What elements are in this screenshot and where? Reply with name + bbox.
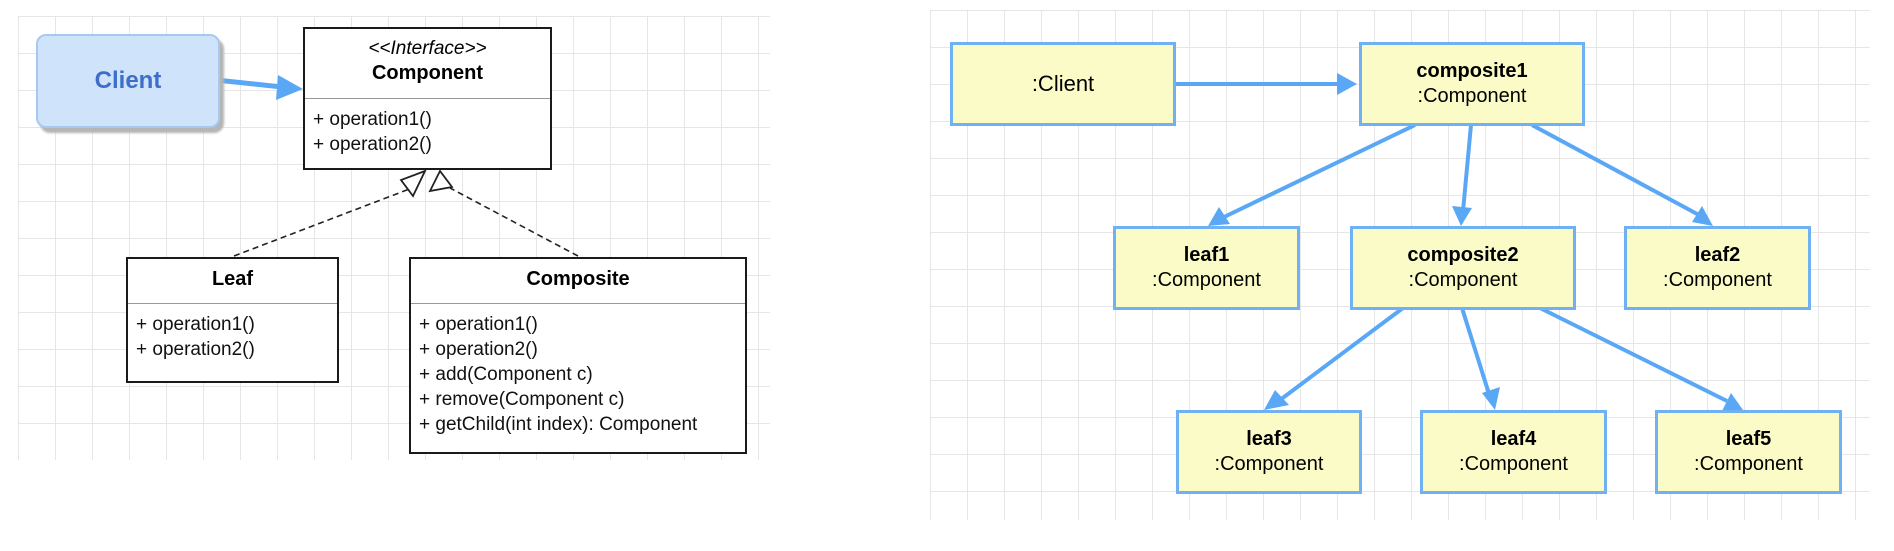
leaf-class-box[interactable]: Leaf + operation1() + operation2()	[126, 257, 339, 383]
composite-class-name: Composite	[526, 268, 630, 290]
composite-header: Composite	[411, 259, 745, 304]
node-name: leaf1	[1183, 244, 1230, 266]
leaf2-node[interactable]: leaf2 :Component	[1624, 226, 1811, 310]
node-type: :Component	[1408, 269, 1518, 291]
composite1-node[interactable]: composite1 :Component	[1359, 42, 1585, 126]
component-interface-box[interactable]: <<Interface>> Component + operation1() +…	[303, 27, 552, 170]
method-item: + operation1()	[313, 109, 432, 130]
node-type: :Component	[1694, 453, 1803, 475]
component-methods: + operation1() + operation2()	[305, 99, 550, 157]
method-item: + operation2()	[136, 339, 255, 360]
node-type: :Component	[1152, 269, 1261, 291]
leaf-class-name: Leaf	[211, 268, 254, 290]
method-item: + operation1()	[136, 314, 255, 335]
node-name: composite1	[1416, 60, 1528, 82]
node-name: leaf2	[1694, 244, 1741, 266]
leaf5-node[interactable]: leaf5 :Component	[1655, 410, 1842, 494]
method-item: + getChild(int index): Component	[419, 414, 698, 435]
leaf-methods: + operation1() + operation2()	[128, 304, 337, 362]
node-name: leaf3	[1246, 428, 1292, 450]
interface-stereotype: <<Interface>>	[368, 38, 487, 59]
leaf4-node[interactable]: leaf4 :Component	[1420, 410, 1607, 494]
composite-class-box[interactable]: Composite + operation1() + operation2() …	[409, 257, 747, 454]
node-type: :Component	[1214, 453, 1324, 475]
leaf-header: Leaf	[128, 259, 337, 304]
client-class-label: Client	[94, 67, 162, 94]
component-class-name: Component	[371, 62, 484, 84]
leaf3-node[interactable]: leaf3 :Component	[1176, 410, 1362, 494]
client-object-label: :Client	[1031, 71, 1095, 96]
method-item: + remove(Component c)	[419, 389, 625, 410]
node-type: :Component	[1459, 453, 1568, 475]
node-name: composite2	[1407, 244, 1519, 266]
component-header: <<Interface>> Component	[305, 29, 550, 99]
client-class-box[interactable]: Client	[36, 34, 220, 128]
node-name: leaf5	[1725, 428, 1772, 450]
method-item: + operation1()	[419, 314, 538, 335]
composite2-node[interactable]: composite2 :Component	[1350, 226, 1576, 310]
client-object-node[interactable]: :Client	[950, 42, 1176, 126]
method-item: + operation2()	[313, 134, 432, 155]
leaf1-node[interactable]: leaf1 :Component	[1113, 226, 1300, 310]
composite-methods: + operation1() + operation2() + add(Comp…	[411, 304, 745, 437]
node-type: :Component	[1417, 85, 1527, 107]
node-type: :Component	[1663, 269, 1772, 291]
method-item: + operation2()	[419, 339, 538, 360]
node-name: leaf4	[1490, 428, 1537, 450]
method-item: + add(Component c)	[419, 364, 593, 385]
